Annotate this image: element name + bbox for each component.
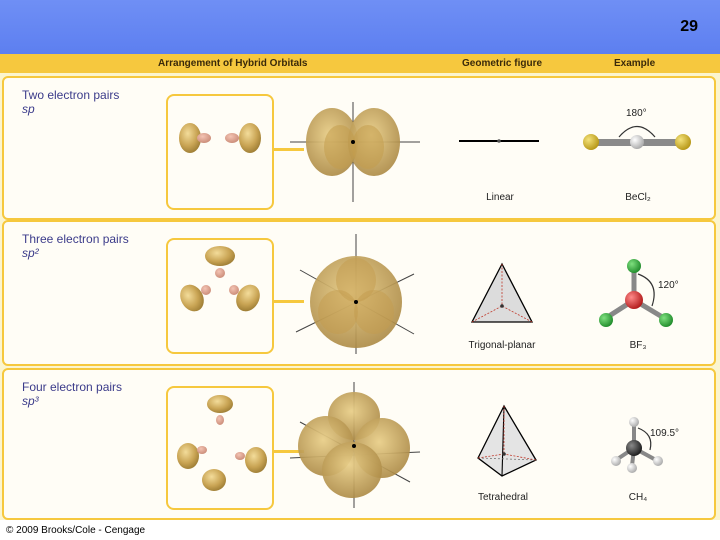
hybridization-label: sp — [22, 102, 35, 116]
geometry-label: Trigonal-planar — [468, 340, 536, 351]
slide-number: 29 — [680, 18, 698, 35]
row-sp2: Three electron pairs sp² — [2, 220, 716, 366]
bond-angle-label: 180° — [626, 108, 647, 119]
sp-orbitals-graphic — [179, 123, 261, 153]
header-arrangement: Arrangement of Hybrid Orbitals — [158, 58, 308, 69]
ch4-model — [611, 417, 663, 473]
sp3-hybrid-graphic — [289, 382, 421, 508]
connector-bar — [274, 300, 304, 303]
example-label: BeCl₂ — [625, 192, 651, 203]
sp-hybrid-graphic — [290, 102, 420, 202]
tetrahedral-figure — [477, 404, 537, 477]
linear-figure — [459, 139, 539, 143]
becl2-model — [583, 125, 691, 150]
row-title: Two electron pairs sp — [22, 88, 119, 116]
title-band: 29 — [0, 0, 720, 54]
row-sp: Two electron pairs sp Linear — [2, 76, 716, 220]
geometry-label: Linear — [486, 192, 514, 203]
row-sp3: Four electron pairs sp³ — [2, 368, 716, 520]
sp3-orbitals-graphic — [177, 395, 267, 491]
individual-orbitals-box — [166, 386, 274, 510]
hybrid-orbitals-figure: Arrangement of Hybrid Orbitals Geometric… — [0, 54, 720, 520]
electron-pairs-label: Three electron pairs — [22, 232, 129, 246]
bf3-model — [599, 259, 673, 327]
electron-pairs-label: Two electron pairs — [22, 88, 120, 102]
row-title: Three electron pairs sp² — [22, 232, 129, 260]
electron-pairs-label: Four electron pairs — [22, 380, 123, 394]
connector-bar — [274, 148, 304, 151]
geometry-label: Tetrahedral — [477, 492, 529, 503]
hybridization-label: sp³ — [22, 394, 39, 408]
example-label: CH₄ — [628, 492, 648, 503]
sp2-hybrid-graphic — [295, 234, 415, 354]
header-geometric-figure: Geometric figure — [462, 58, 543, 69]
individual-orbitals-box — [166, 238, 274, 354]
example-label: BF₃ — [629, 340, 647, 351]
header-example: Example — [614, 58, 656, 69]
copyright-notice: © 2009 Brooks/Cole - Cengage — [6, 525, 146, 536]
bond-angle-label: 109.5° — [650, 428, 680, 439]
connector-bar — [274, 450, 304, 453]
row-title: Four electron pairs sp³ — [22, 380, 122, 408]
sp2-orbitals-graphic — [180, 246, 260, 312]
bond-angle-label: 120° — [658, 280, 679, 291]
header-strip: Arrangement of Hybrid Orbitals Geometric… — [0, 54, 720, 73]
trigonal-planar-figure — [470, 262, 534, 323]
individual-orbitals-box — [166, 94, 274, 210]
hybridization-label: sp² — [22, 246, 39, 260]
